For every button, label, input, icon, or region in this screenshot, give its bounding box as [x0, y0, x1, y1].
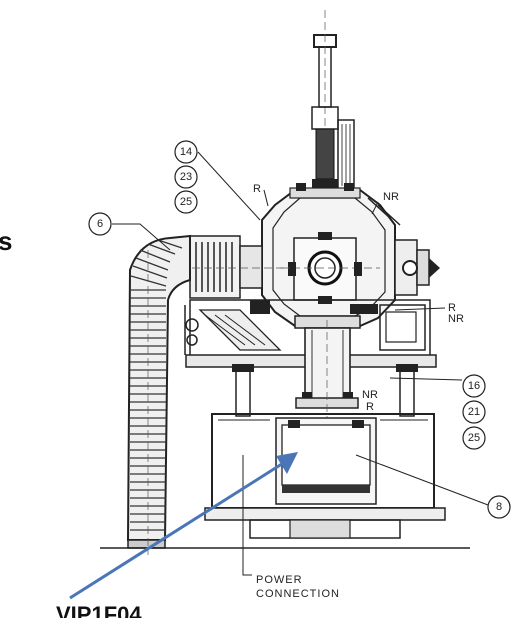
svg-text:6: 6	[97, 218, 103, 230]
valve-body	[261, 183, 440, 329]
callout-25-upper: 25	[174, 190, 198, 214]
callout-16: 16	[462, 374, 486, 398]
svg-text:25: 25	[468, 432, 480, 444]
cropped-text-bottom: VIP1F04	[56, 602, 142, 618]
svg-text:14: 14	[180, 146, 192, 158]
cropped-text-left: s	[0, 226, 12, 256]
callout-21: 21	[462, 400, 486, 424]
svg-text:23: 23	[180, 171, 192, 183]
support-posts	[232, 364, 418, 417]
svg-text:21: 21	[468, 406, 480, 418]
leader-lines	[112, 151, 489, 576]
callout-23: 23	[174, 165, 198, 189]
bellows-hose	[126, 234, 191, 555]
label-r-top: R	[253, 183, 261, 195]
label-nr-mid: NR	[448, 313, 464, 325]
svg-text:25: 25	[180, 196, 192, 208]
power-label-line1: POWER	[256, 574, 303, 586]
callout-25-lower: 25	[462, 426, 486, 450]
label-nr-top: NR	[383, 191, 399, 203]
label-r-mid: R	[448, 302, 456, 314]
svg-text:16: 16	[468, 380, 480, 392]
blue-pointer-arrow	[69, 452, 298, 600]
label-nr-low: NR	[362, 389, 378, 401]
callout-6: 6	[88, 212, 112, 236]
callout-14: 14	[174, 140, 198, 164]
left-port	[180, 235, 290, 299]
svg-text:8: 8	[496, 501, 502, 513]
power-label-line2: CONNECTION	[256, 588, 340, 600]
callout-8: 8	[487, 495, 511, 519]
label-r-low: R	[366, 401, 374, 413]
